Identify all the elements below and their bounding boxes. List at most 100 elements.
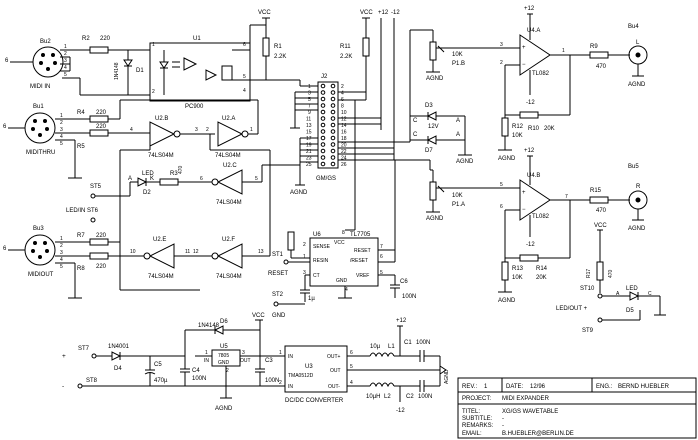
- r12-ref: R12: [512, 124, 524, 130]
- j2-pin-19: 19: [306, 143, 312, 149]
- header-j2: J2 GM/GS 1 3 5 7 9 11 13 15 17: [290, 74, 430, 196]
- u6-ref: U6: [313, 232, 321, 238]
- u1-pin-4: 4: [243, 88, 246, 94]
- potentiometer-p1a: 10K P1.A AGND: [426, 160, 465, 222]
- r11-ref: R11: [340, 44, 351, 50]
- u4a-part: TL082: [532, 71, 550, 77]
- r13-value: 10K: [512, 275, 523, 281]
- u2b-ref: U2.B: [155, 116, 168, 122]
- c4-ref: C4: [192, 368, 200, 374]
- connector-st1: ST1 RESET: [268, 252, 310, 277]
- u4a-minus: −: [522, 62, 526, 68]
- r2-value: 220: [100, 36, 111, 42]
- tb-rev-label: REV.:: [462, 384, 477, 390]
- c7-value: 1µ: [308, 296, 315, 302]
- st1-ref: ST1: [272, 252, 284, 258]
- d7-ref: D7: [425, 148, 433, 154]
- resistor-r12: R12 10K AGND: [498, 117, 524, 162]
- tb-remarks: -: [502, 423, 504, 429]
- r8-value: 220: [96, 264, 107, 270]
- tb-date: 12/96: [530, 384, 546, 390]
- d2-letter-a: A: [128, 176, 132, 182]
- u2a-pin-out: 1: [250, 127, 253, 133]
- tb-rev: 1: [484, 384, 488, 390]
- j2-pin-10: 10: [341, 110, 347, 116]
- potentiometer-p1b: 10K P1.B AGND: [409, 29, 465, 142]
- diode-d4: 1N4001 D4: [108, 344, 185, 372]
- j2-pin-8: 8: [341, 104, 344, 110]
- u6-pin-4: 4: [345, 287, 348, 293]
- bu1-pin6: 6: [3, 124, 7, 130]
- bu2-pin-4: 4: [64, 65, 67, 71]
- u1-pins: 1 2 4 5 6: [152, 42, 246, 95]
- d6-value: 1N4148: [198, 323, 220, 329]
- vcc-r11-label: VCC: [360, 10, 373, 16]
- j2-pin-14: 14: [341, 123, 347, 129]
- j2-pin-17: 17: [306, 136, 312, 142]
- bu2-label: MIDI IN: [30, 84, 50, 90]
- connector-bu5: Bu5 R AGND: [628, 164, 648, 232]
- u2a-ref: U2.A: [222, 116, 235, 122]
- r15-ref: R15: [590, 188, 602, 194]
- j2-pin-16: 16: [341, 130, 347, 136]
- st8-label: -: [62, 383, 64, 390]
- u6-pin-5: 5: [380, 270, 383, 276]
- r4-ref: R4: [77, 110, 85, 116]
- r10-value: 20K: [544, 126, 555, 132]
- j2-pin-23: 23: [306, 156, 312, 162]
- j2-left-pin-numbers: 1 3 5 7 9 11 13 15 17 19 21 23 25: [306, 84, 312, 168]
- resistor-r4: R4 220: [77, 110, 120, 123]
- d5-letter-c: C: [648, 291, 652, 297]
- connector-bu4: Bu4 L AGND: [628, 24, 648, 88]
- st1-label: RESET: [268, 271, 288, 277]
- connector-st9: ST9: [582, 310, 641, 334]
- d2-letter-k: K: [150, 176, 154, 182]
- tb-subtitle-label: SUBTITLE:: [462, 416, 493, 422]
- bu5-ref: Bu5: [628, 164, 639, 170]
- plus12-power-label: +12: [396, 318, 407, 324]
- bu4-ref: Bu4: [628, 24, 639, 30]
- bu4-gnd: AGND: [628, 82, 646, 88]
- c3-ref: C3: [265, 358, 273, 364]
- j2-label: GM/GS: [316, 176, 336, 182]
- j2-ref: J2: [321, 74, 328, 80]
- led-d2: A K LED D2: [128, 171, 160, 196]
- tb-project-label: PROJECT:: [462, 396, 491, 402]
- r7-value: 220: [96, 233, 107, 239]
- bu4-pin: L: [636, 40, 640, 46]
- j2-pin-25: 25: [306, 162, 312, 168]
- u3-pin-5: 5: [350, 364, 353, 370]
- st10-ref: ST10: [580, 286, 595, 292]
- minus12-u4b-label: -12: [526, 242, 535, 248]
- d7-value: 12V: [428, 124, 439, 130]
- capacitor-c4: C4 100N: [180, 356, 206, 386]
- resistor-r9: R9 470: [589, 44, 630, 70]
- u4b-pin-5: 5: [500, 182, 503, 188]
- u5-pin-in: IN: [204, 358, 209, 364]
- r1-ref: R1: [274, 44, 282, 50]
- u2a-part: 74LS04M: [215, 153, 241, 159]
- u1-pin-1: 1: [152, 42, 155, 48]
- u3-pin-2: 2: [279, 380, 282, 386]
- bu3-pin-2: 2: [60, 243, 63, 249]
- p1a-ref: P1.A: [452, 202, 465, 208]
- d5-ref: D5: [626, 308, 634, 314]
- r3-ref: R3: [170, 171, 178, 177]
- u6-pin-name-sense: SENSE: [313, 244, 331, 250]
- c6-value: 100N: [402, 294, 416, 300]
- u6-pin-name-resin: RESIN: [313, 258, 329, 264]
- d5-value: LED: [626, 286, 638, 292]
- led-d5: LED A C D5: [616, 286, 666, 316]
- u5-pin-out: OUT: [240, 358, 251, 364]
- d1-ref: D1: [136, 68, 144, 74]
- u5-pin-3: 3: [242, 350, 245, 356]
- resistor-r11: VCC R11 2.2K: [340, 10, 373, 100]
- u4a-plus: +: [522, 45, 526, 51]
- bu2-pin-5: 5: [64, 72, 67, 78]
- u4a-pin-1: 1: [562, 48, 565, 54]
- regulator-u5: U5 7805 IN GND OUT 1 2 3: [195, 344, 285, 386]
- bu1-label: MIDITHRU: [26, 150, 55, 156]
- u4a-ref: U4.A: [527, 28, 540, 34]
- opamp-u4b: U4.B TL082 + − 5 6 7 +12 -12: [500, 148, 590, 248]
- u6-pin-8: 8: [342, 230, 345, 236]
